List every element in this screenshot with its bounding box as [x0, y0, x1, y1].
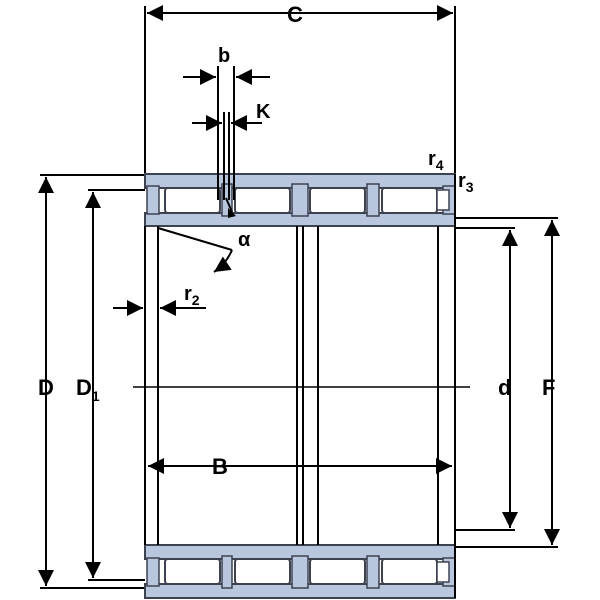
label-r2: r2	[184, 283, 200, 308]
label-b: b	[218, 45, 230, 67]
label-K: K	[256, 101, 271, 123]
bearing-section-top	[144, 173, 456, 227]
label-r4: r4	[428, 148, 444, 173]
label-d: d	[498, 375, 511, 400]
label-B: B	[212, 454, 228, 479]
label-F: F	[542, 375, 555, 400]
label-D1: D1	[76, 375, 100, 404]
label-D: D	[38, 375, 54, 400]
bearing-section-bottom	[144, 544, 456, 599]
label-C: C	[287, 2, 303, 27]
dim-b	[183, 66, 270, 200]
label-r3: r3	[458, 170, 474, 195]
label-alpha: α	[238, 229, 251, 251]
inner-ring-lines	[144, 174, 456, 598]
alpha-leader	[157, 197, 233, 273]
extension-lines	[40, 6, 558, 589]
dim-K	[192, 112, 262, 200]
contact-marker	[228, 208, 236, 218]
